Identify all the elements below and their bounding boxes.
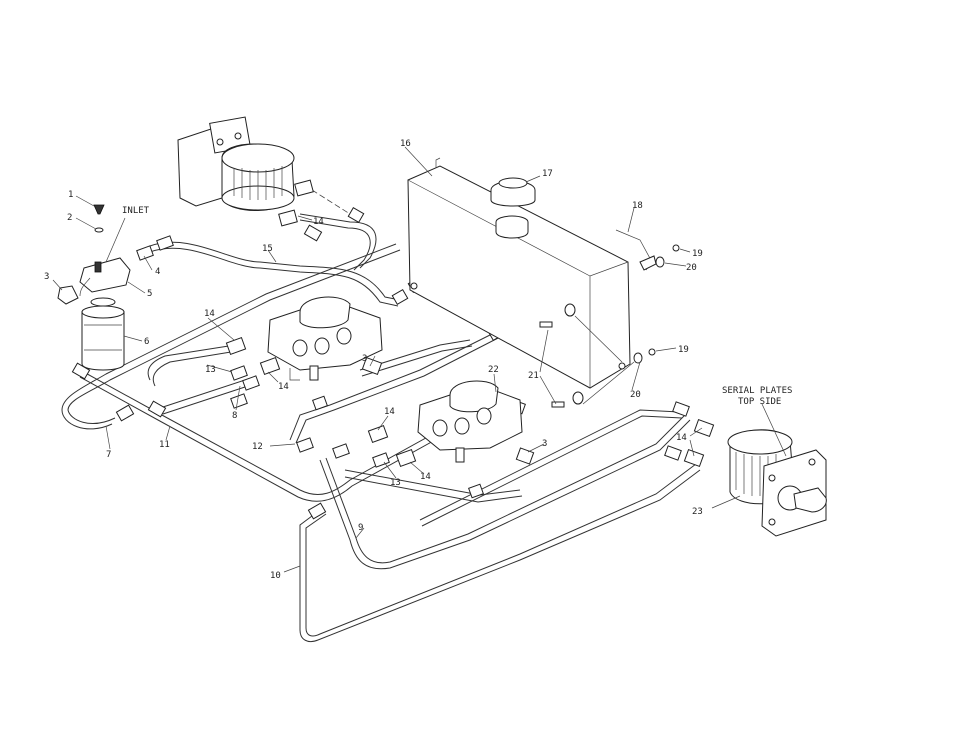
- callout-13-upper: 13: [205, 365, 216, 375]
- top-hydraulic-motor: [177, 116, 295, 211]
- callout-22: 22: [488, 365, 499, 375]
- callout-14-f: 14: [676, 433, 687, 443]
- callout-3-lower-valve: 3: [542, 439, 547, 449]
- callout-14-a: 14: [204, 309, 215, 319]
- callout-1: 1: [68, 190, 73, 200]
- callout-18: 18: [632, 201, 643, 211]
- control-valve-upper: [267, 296, 383, 381]
- right-hydraulic-motor: [727, 429, 827, 537]
- callout-13-lower: 13: [390, 478, 401, 488]
- callout-labels: 1 2 INLET 3 4 5 6 7 8 11 12 13 14 14 14 …: [44, 139, 792, 581]
- filter-assembly: [57, 204, 131, 371]
- callout-5: 5: [147, 289, 152, 299]
- callout-14-c: 14: [313, 217, 324, 227]
- inlet-label: INLET: [122, 206, 150, 216]
- serial-plates-label-line2: TOP SIDE: [738, 397, 781, 407]
- callout-20-lower: 20: [630, 390, 641, 400]
- callout-11: 11: [159, 440, 170, 450]
- callout-16: 16: [400, 139, 411, 149]
- callout-21: 21: [528, 371, 539, 381]
- callout-19-upper: 19: [692, 249, 703, 259]
- callout-7: 7: [106, 450, 111, 460]
- callout-15: 15: [262, 244, 273, 254]
- callout-9: 9: [358, 523, 363, 533]
- hydraulic-tank: [407, 157, 631, 389]
- callout-12: 12: [252, 442, 263, 452]
- mounting-hardware: [539, 229, 680, 408]
- callout-14-d: 14: [384, 407, 395, 417]
- callout-10: 10: [270, 571, 281, 581]
- callout-6: 6: [144, 337, 149, 347]
- callout-14-e: 14: [420, 472, 431, 482]
- callout-23: 23: [692, 507, 703, 517]
- callout-8: 8: [232, 411, 237, 421]
- callout-3: 3: [44, 272, 49, 282]
- callout-19-lower: 19: [678, 345, 689, 355]
- callout-4: 4: [155, 267, 160, 277]
- callout-2: 2: [67, 213, 72, 223]
- callout-20-upper: 20: [686, 263, 697, 273]
- callout-3-upper-valve: 3: [362, 354, 367, 364]
- callout-14-b: 14: [278, 382, 289, 392]
- control-valve-lower: [417, 380, 523, 463]
- callout-17: 17: [542, 169, 553, 179]
- leader-lines: [52, 146, 787, 573]
- serial-plates-label-line1: SERIAL PLATES: [722, 386, 792, 396]
